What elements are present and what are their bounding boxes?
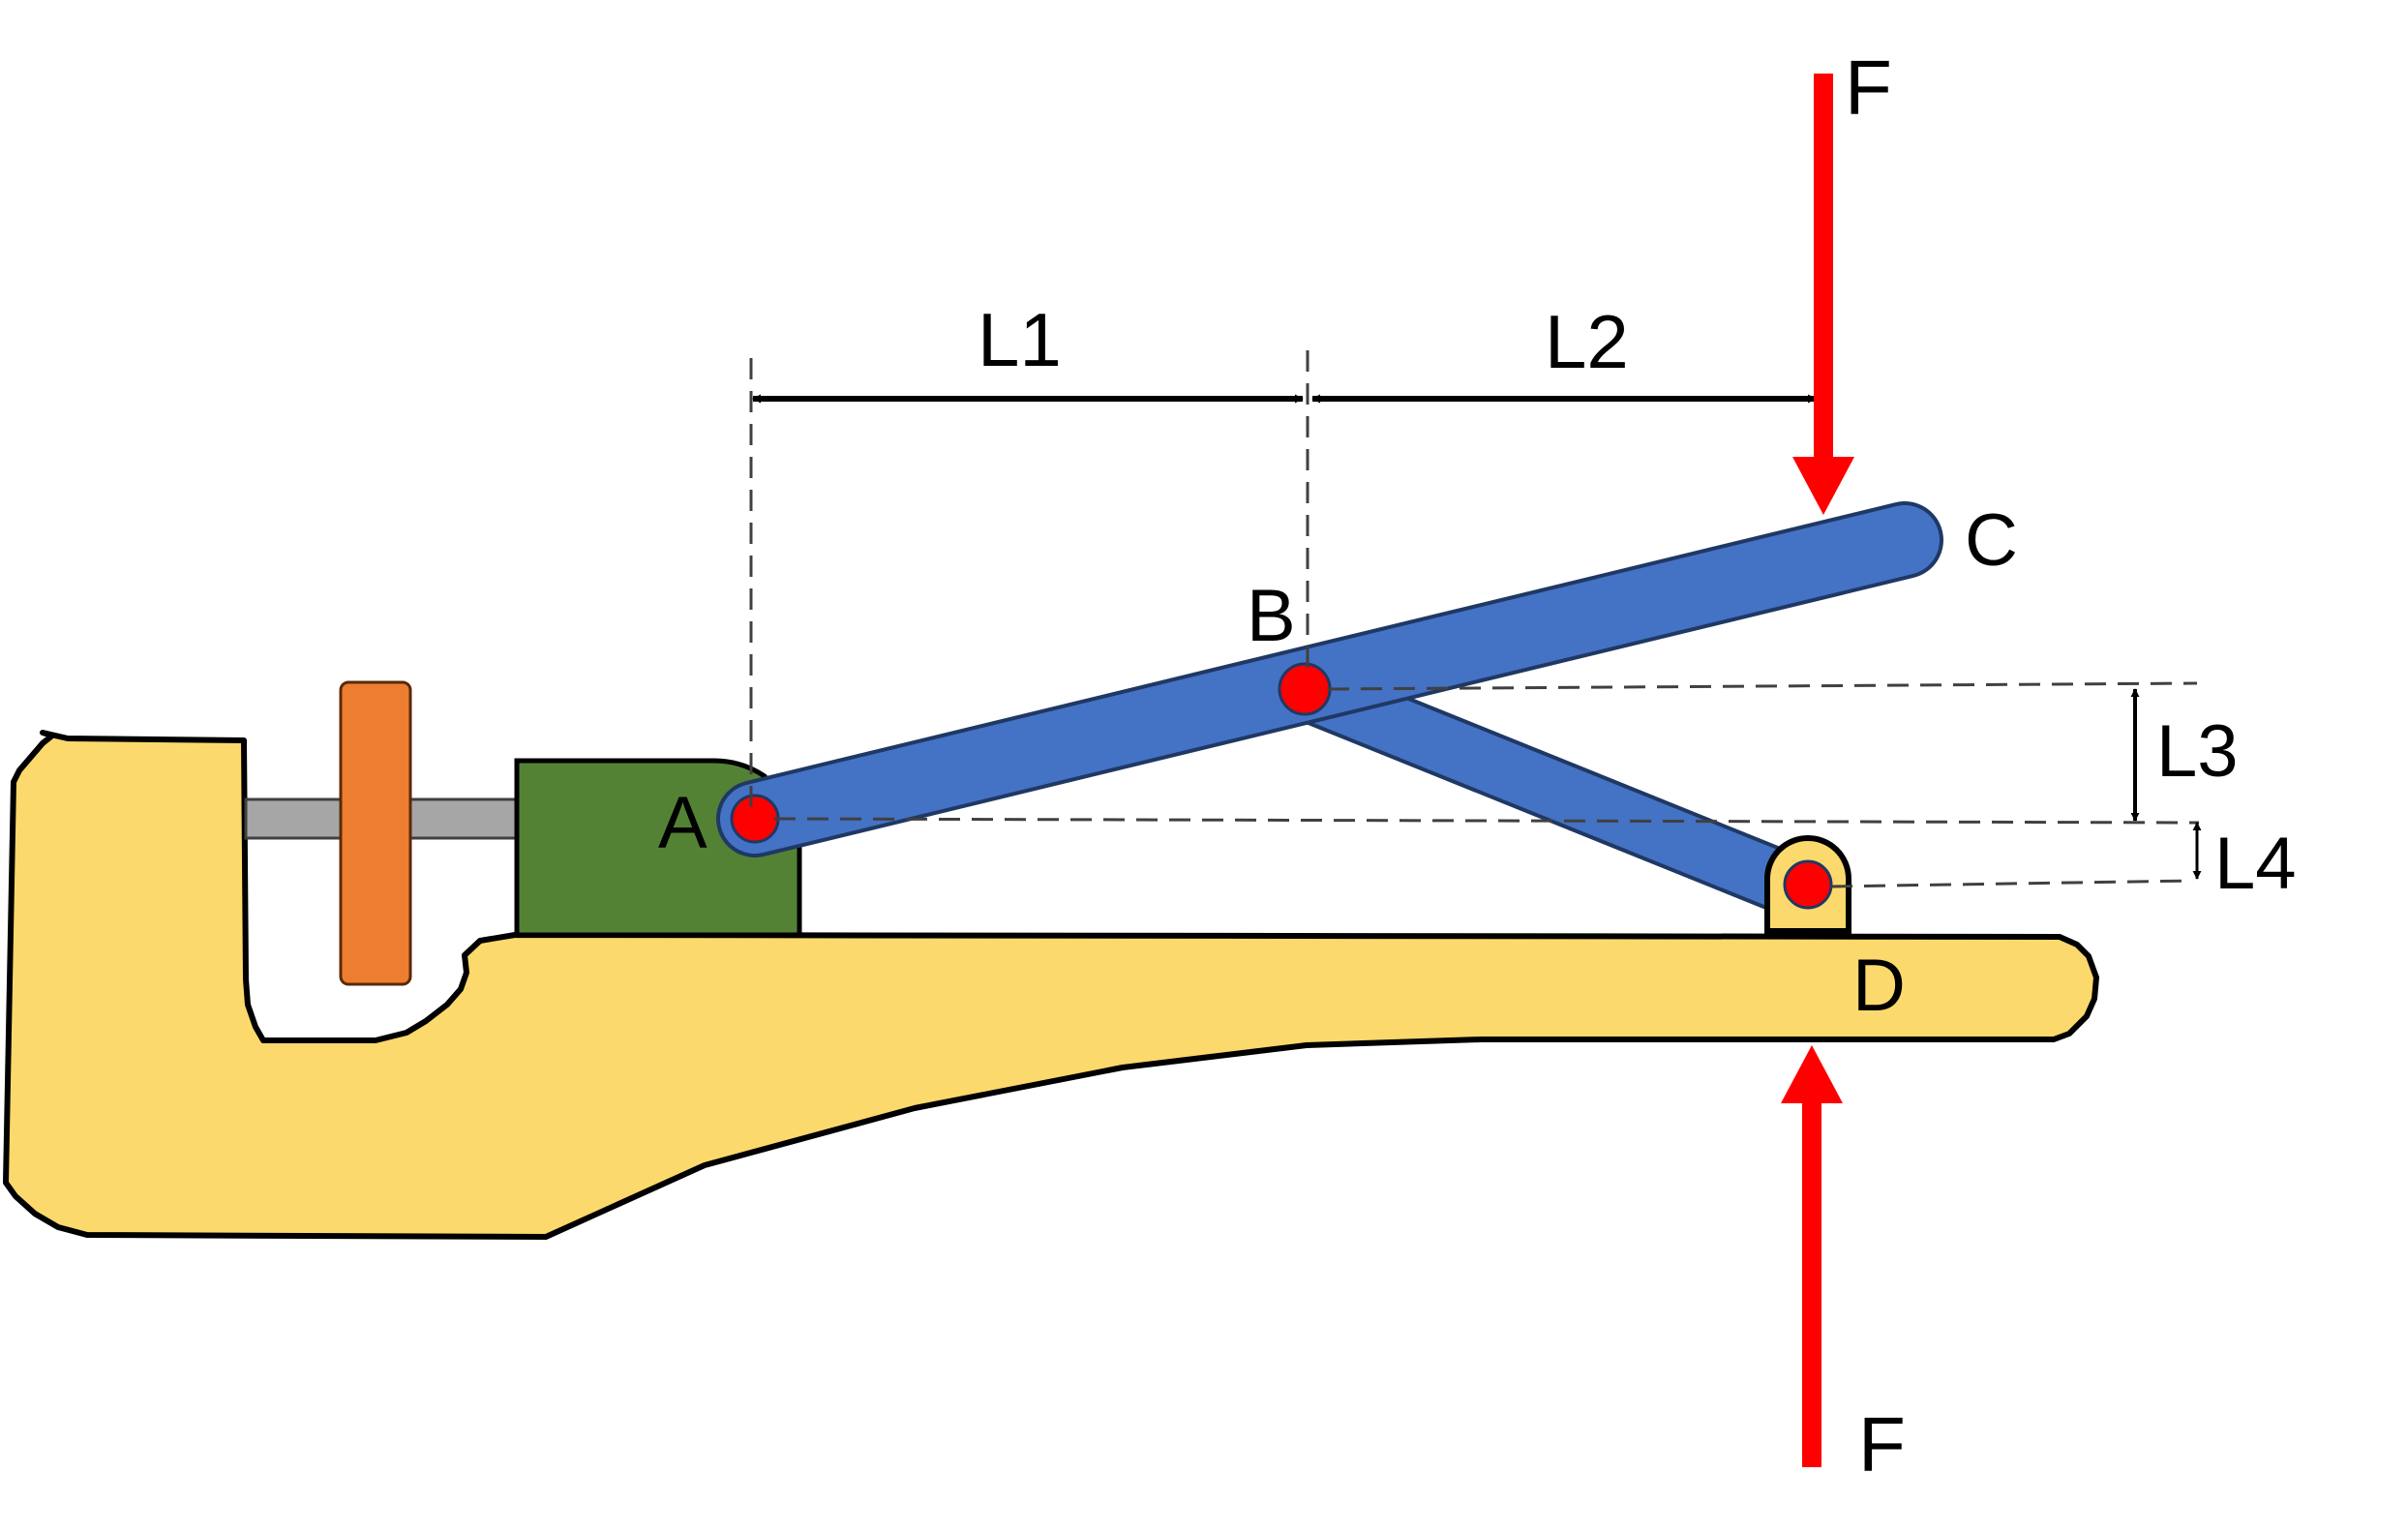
force-arrow-top bbox=[1792, 74, 1854, 515]
label-force-bottom: F bbox=[1858, 1401, 1906, 1488]
label-dim-l3: L3 bbox=[2156, 710, 2239, 793]
label-point-a: A bbox=[658, 782, 707, 864]
label-dim-l1: L1 bbox=[978, 297, 1062, 382]
screw-handle[interactable] bbox=[339, 680, 412, 986]
label-point-c: C bbox=[1965, 499, 2018, 582]
label-point-b: B bbox=[1247, 575, 1296, 657]
label-force-top: F bbox=[1845, 45, 1892, 131]
pin-a bbox=[730, 794, 780, 844]
pin-d bbox=[1783, 859, 1833, 910]
pin-b bbox=[1278, 662, 1332, 716]
label-point-d: D bbox=[1852, 945, 1906, 1027]
reference-lines bbox=[749, 350, 2200, 888]
dimension-arrows bbox=[752, 394, 2202, 880]
force-arrow-bottom bbox=[1781, 1045, 1843, 1467]
lever-ac bbox=[720, 505, 1940, 854]
link-bd bbox=[1277, 661, 1836, 920]
label-dim-l2: L2 bbox=[1545, 299, 1629, 384]
clamp-frame bbox=[3, 730, 2099, 1240]
label-dim-l4: L4 bbox=[2214, 823, 2297, 905]
